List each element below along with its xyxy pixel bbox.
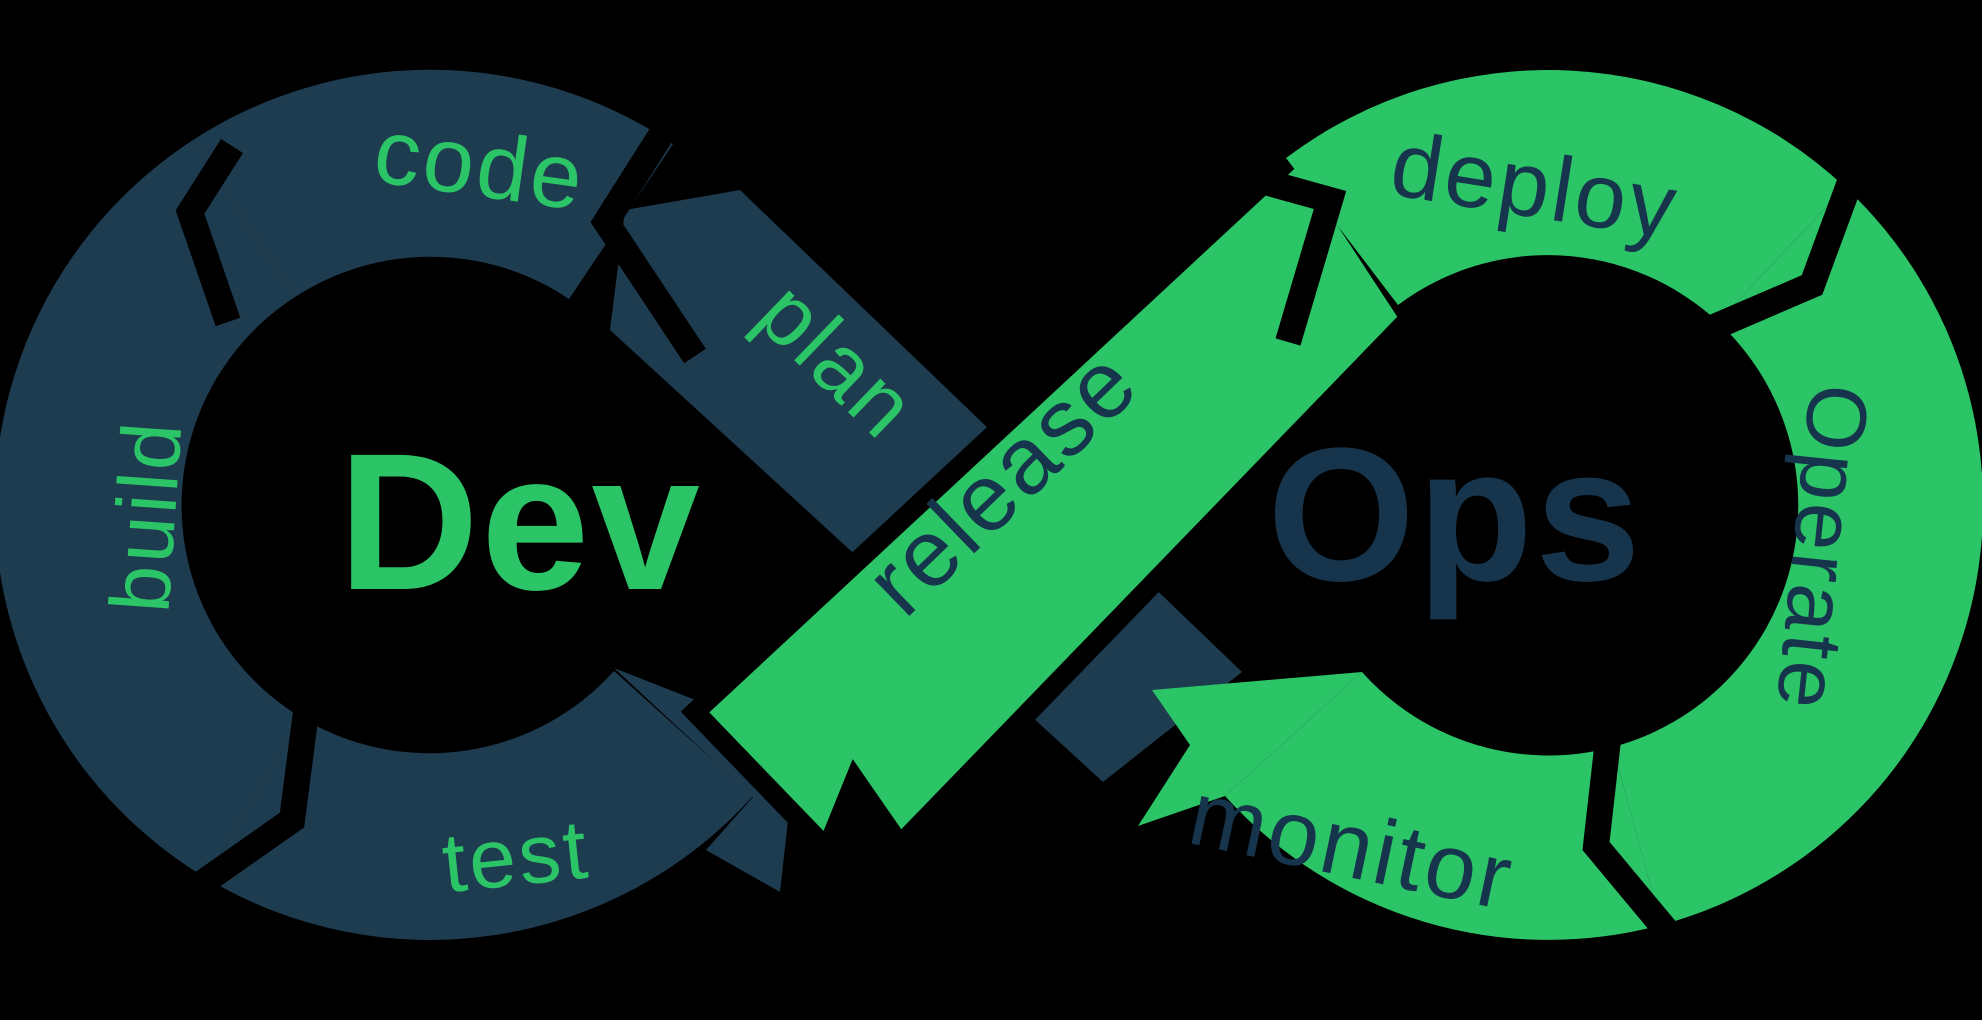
seam-operate-monitor [1582,738,1676,939]
deploy-arc-segment [1286,70,1845,322]
ops-wordmark: Ops [1267,409,1643,621]
test-arc-segment [206,671,753,940]
monitor-arc-segment [1225,672,1661,940]
operate-arc-segment [1613,187,1982,925]
code-arc-segment [193,69,673,299]
seam-code-plan [590,117,706,364]
stage-label-build: build [92,417,199,616]
seam-code-build [175,139,243,327]
monitor-arc-start-extension [1138,672,1362,826]
build-arc-segment [0,140,302,878]
stage-label-test: test [438,802,594,911]
release-ribbon [680,134,1423,868]
dev-wordmark: Dev [338,413,702,631]
seam-build-test [193,710,319,895]
seam-release-deploy [1182,147,1347,346]
seam-deploy-operate [1706,177,1863,340]
